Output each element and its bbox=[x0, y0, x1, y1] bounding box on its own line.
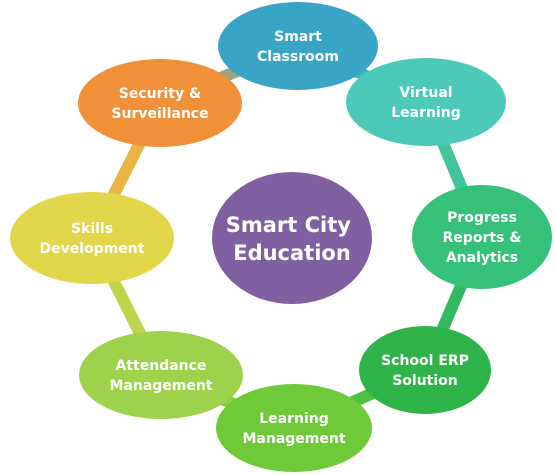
node-label-line-security-surveillance-1: Security & bbox=[119, 86, 201, 102]
node-ellipse-virtual-learning bbox=[346, 58, 506, 146]
node-label-line-progress-reports-analytics-1: Progress bbox=[447, 210, 517, 226]
node-label-line-smart-classroom-2: Classroom bbox=[257, 49, 339, 65]
center-node: Smart City Education bbox=[212, 172, 372, 304]
node-label-line-skills-development-2: Development bbox=[40, 241, 145, 257]
node-label-line-school-erp-solution-2: Solution bbox=[392, 373, 458, 389]
node-label-security-surveillance: Security & Surveillance bbox=[111, 86, 208, 122]
node-label-line-school-erp-solution-1: School ERP bbox=[381, 353, 469, 369]
node-label-school-erp-solution: School ERP Solution bbox=[381, 353, 469, 389]
node-security-surveillance: Security & Surveillance bbox=[78, 59, 242, 147]
node-label-line-progress-reports-analytics-2: Reports & bbox=[443, 230, 522, 246]
node-school-erp-solution: School ERP Solution bbox=[359, 326, 491, 414]
node-ellipse-progress-reports-analytics bbox=[412, 185, 552, 289]
node-label-line-attendance-management-2: Management bbox=[109, 378, 212, 394]
node-ellipse-attendance-management bbox=[79, 331, 243, 419]
node-label-line-skills-development-1: Skills bbox=[71, 221, 113, 237]
node-label-line-virtual-learning-2: Learning bbox=[391, 105, 461, 121]
node-label-line-progress-reports-analytics-3: Analytics bbox=[446, 250, 518, 266]
center-label: Smart City Education bbox=[226, 213, 359, 265]
center-label-line-1: Smart City bbox=[226, 213, 352, 237]
center-ellipse bbox=[212, 172, 372, 304]
node-label-line-attendance-management-1: Attendance bbox=[116, 358, 207, 374]
node-label-line-virtual-learning-1: Virtual bbox=[399, 85, 452, 101]
node-ellipse-school-erp-solution bbox=[359, 326, 491, 414]
node-label-line-learning-management-1: Learning bbox=[259, 411, 329, 427]
node-label-line-learning-management-2: Management bbox=[242, 431, 345, 447]
center-label-line-2: Education bbox=[233, 241, 351, 265]
node-ellipse-security-surveillance bbox=[78, 59, 242, 147]
node-label-line-smart-classroom-1: Smart bbox=[274, 29, 322, 45]
node-ellipse-learning-management bbox=[216, 384, 372, 472]
node-ellipse-smart-classroom bbox=[218, 2, 378, 90]
node-ellipse-skills-development bbox=[10, 192, 174, 284]
node-label-line-security-surveillance-2: Surveillance bbox=[111, 106, 208, 122]
